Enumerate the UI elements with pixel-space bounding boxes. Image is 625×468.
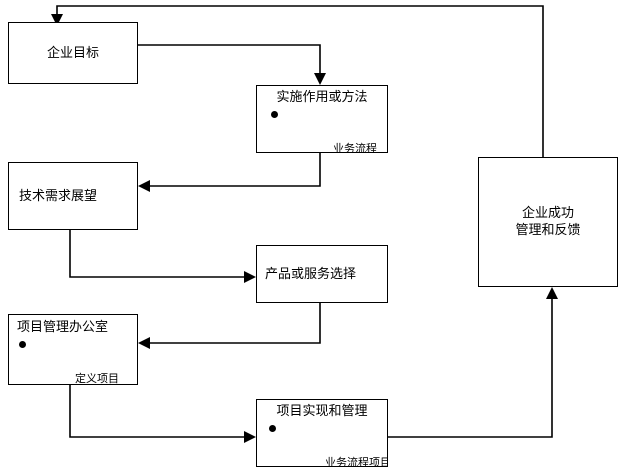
node-enterprise-success-management-and-feedback[interactable]: 企业成功 管理和反馈 xyxy=(478,157,618,287)
bullet-item: 业务流程 xyxy=(257,106,387,153)
node-implementation-role-or-method[interactable]: 实施作用或方法 业务流程 技术功能 xyxy=(256,85,388,153)
node-project-implementation-and-management-bullets: 业务流程项目 技术实现 xyxy=(257,420,388,467)
bullet-item: 业务流程项目 xyxy=(257,420,388,467)
bullet-dot-icon xyxy=(269,425,276,432)
bullet-dot-icon xyxy=(271,111,278,118)
edge-feedback-to-goals xyxy=(51,5,544,157)
edge-product-selection-to-pmo xyxy=(138,303,321,349)
edge-implementation-to-tech-outlook xyxy=(138,153,321,192)
node-project-management-office[interactable]: 项目管理办公室 定义项目 开发优先级 xyxy=(8,314,138,385)
node-project-implementation-and-management-title: 项目实现和管理 xyxy=(276,404,368,419)
node-business-goals-title: 企业目标 xyxy=(46,45,99,61)
node-implementation-role-or-method-title: 实施作用或方法 xyxy=(276,90,368,105)
node-business-goals[interactable]: 企业目标 xyxy=(8,22,138,84)
node-project-management-office-title: 项目管理办公室 xyxy=(17,320,109,335)
edge-project-implementation-to-feedback xyxy=(388,287,558,438)
bullet-label: 定义项目 xyxy=(74,372,119,385)
node-technology-requirements-outlook-title: 技术需求展望 xyxy=(19,188,98,204)
bullet-dot-icon xyxy=(19,341,26,348)
edge-goals-to-implementation xyxy=(138,44,326,85)
node-project-implementation-and-management[interactable]: 项目实现和管理 业务流程项目 技术实现 xyxy=(256,399,388,467)
node-enterprise-success-management-and-feedback-title: 企业成功 管理和反馈 xyxy=(515,206,581,238)
node-technology-requirements-outlook[interactable]: 技术需求展望 xyxy=(8,162,138,230)
node-product-or-service-selection-title: 产品或服务选择 xyxy=(265,266,357,282)
edge-pmo-to-project-implementation xyxy=(69,385,256,443)
bullet-label: 业务流程项目 xyxy=(324,456,388,467)
node-project-management-office-bullets: 定义项目 开发优先级 xyxy=(9,336,137,385)
bullet-label: 业务流程 xyxy=(332,142,377,153)
bullet-item: 定义项目 xyxy=(9,336,137,385)
node-product-or-service-selection[interactable]: 产品或服务选择 xyxy=(256,245,388,303)
edge-tech-outlook-to-product-selection xyxy=(69,230,256,283)
node-implementation-role-or-method-bullets: 业务流程 技术功能 xyxy=(257,106,387,153)
